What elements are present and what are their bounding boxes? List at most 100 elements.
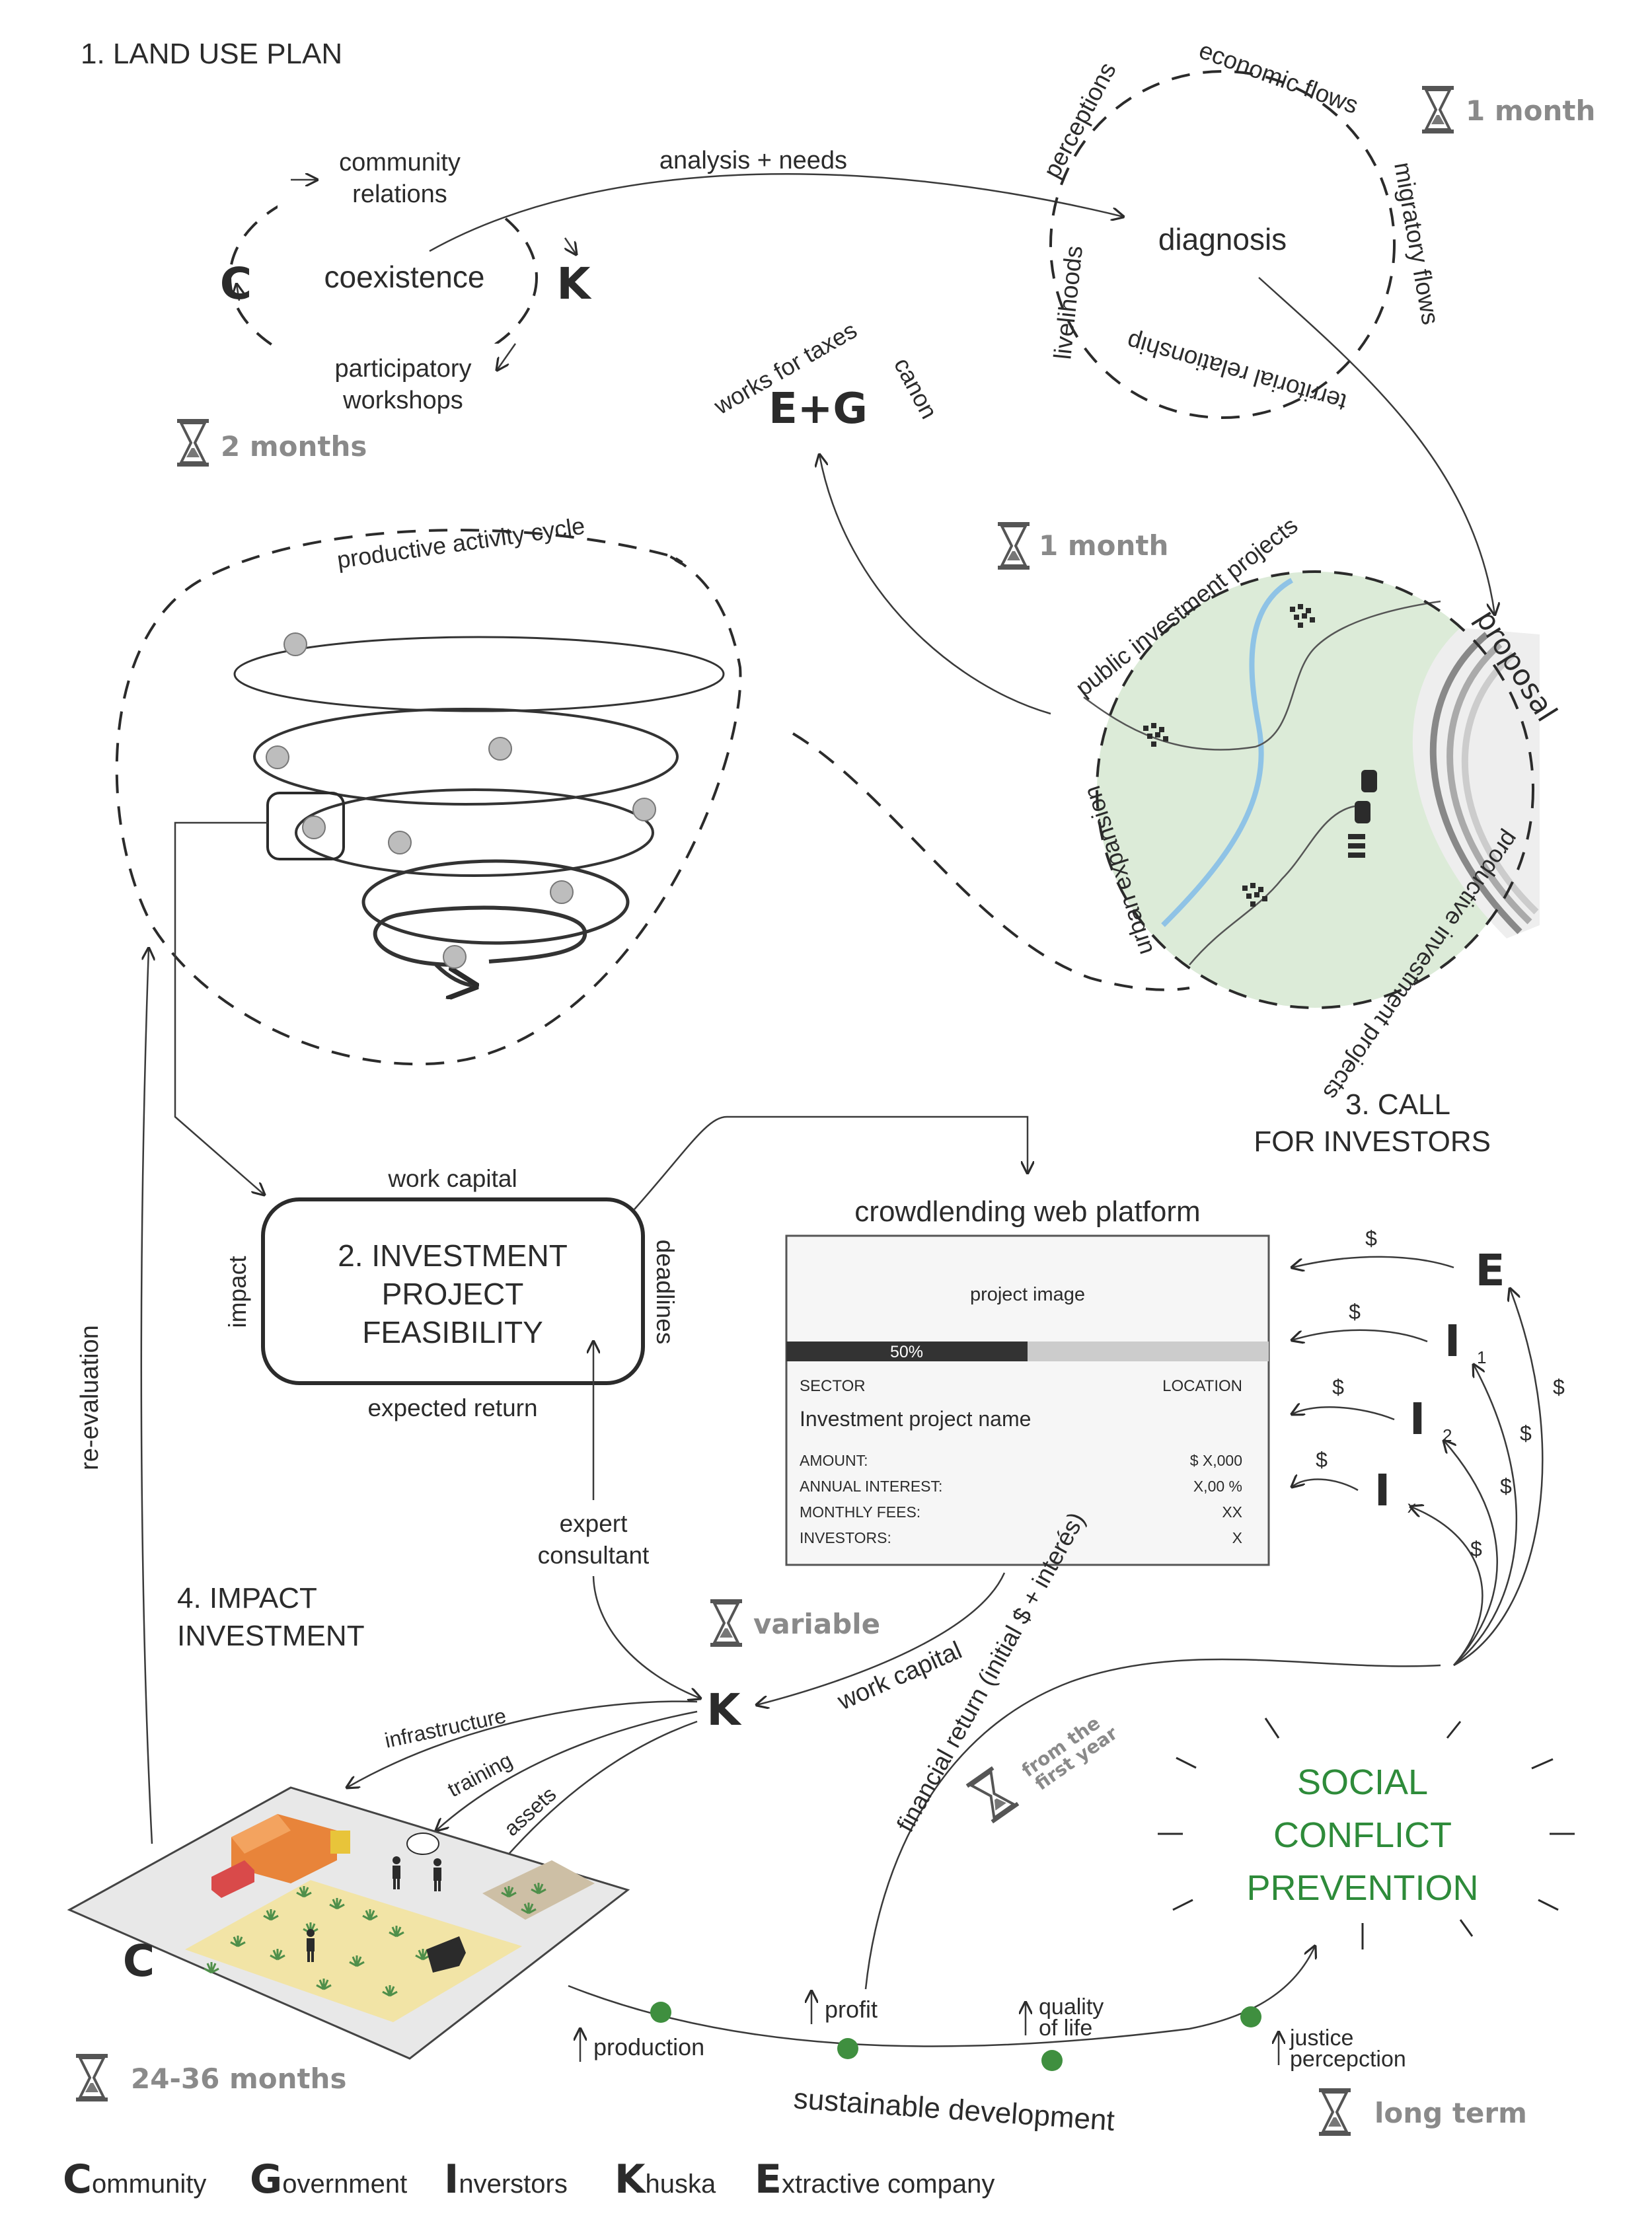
return-dollar-ix: $ <box>1470 1537 1482 1561</box>
infrastructure-arrow <box>347 1700 698 1788</box>
investor-i1-arrow <box>1292 1329 1428 1342</box>
sustainable-development-label: sustainable development <box>792 2082 1115 2137</box>
return-dollar-i2: $ <box>1500 1474 1512 1498</box>
legend-word-khuska: huska <box>646 2170 716 2199</box>
expert-consultant-line2: consultant <box>538 1542 650 1569</box>
return-dollar-e: $ <box>1553 1375 1565 1399</box>
feasibility-title-line2: PROJECT <box>382 1277 524 1311</box>
hourglass-icon <box>709 1598 743 1648</box>
duration-proposal: 1 month <box>1039 529 1168 562</box>
field-fees-value: XX <box>1222 1503 1242 1521</box>
sustainable-development-path <box>568 1946 1315 2047</box>
burst-ray <box>1446 1721 1462 1739</box>
pit-contour-1 <box>1429 632 1522 934</box>
pit-contour-2 <box>1446 642 1532 925</box>
milestone-justice-dot <box>1240 2006 1261 2027</box>
diagnosis-ring-perceptions: perceptions <box>1038 58 1121 182</box>
milestone-justice-line1: justice <box>1289 2025 1353 2051</box>
house-roof <box>231 1814 291 1854</box>
investor-ix: I <box>1374 1465 1391 1516</box>
field-investors-value: X <box>1232 1529 1242 1546</box>
investor-e-arrow <box>1292 1256 1454 1267</box>
section4-title-line2: INVESTMENT <box>177 1620 365 1652</box>
section3-title-line2: FOR INVESTORS <box>1254 1125 1491 1158</box>
cycle-arrow-left <box>237 284 239 301</box>
hourglass-icon <box>1421 85 1455 135</box>
field-interest-value: X,00 % <box>1193 1478 1242 1495</box>
facility-icon <box>1348 852 1365 858</box>
legend-letter-i: I <box>444 2156 459 2203</box>
spiral-node <box>550 880 574 904</box>
duration-coexistence: 2 months <box>221 430 367 463</box>
cycle-arrow-bottom <box>497 343 517 370</box>
section4-title-line1: 4. IMPACT <box>177 1582 317 1614</box>
hourglass-icon <box>176 418 210 468</box>
project-image-placeholder: project image <box>970 1284 1085 1305</box>
social-conflict-line3: PREVENTION <box>1246 1868 1478 1908</box>
project-name: Investment project name <box>800 1407 1031 1431</box>
legend-community: Community <box>63 2156 206 2203</box>
burst-ray <box>1531 1758 1554 1770</box>
hourglass-icon <box>75 2053 109 2103</box>
community-letter-c: C <box>220 258 252 309</box>
financial-return-path <box>864 1658 1441 1990</box>
diagnosis-ring-livelihoods: livelihoods <box>1049 245 1088 361</box>
dollar-e: $ <box>1365 1227 1377 1250</box>
legend: Community Government Inverstors Khuska E… <box>63 2156 995 2203</box>
return-to-ix-arrow <box>1411 1507 1483 1666</box>
feasibility-deadlines: deadlines <box>652 1240 679 1344</box>
cow-icon <box>426 1936 466 1973</box>
legend-word-community: ommunity <box>92 2170 206 2199</box>
latrine-icon <box>330 1831 350 1854</box>
diagnosis-ring-territorial: territorial relationship <box>1124 328 1349 416</box>
crowdlending-card[interactable]: project image 50% SECTOR LOCATION Invest… <box>785 1234 1270 1566</box>
training-arrow <box>436 1710 698 1831</box>
feasibility-title-line3: FEASIBILITY <box>362 1315 543 1349</box>
investor-e: E <box>1475 1245 1505 1296</box>
legend-investors: Inverstors <box>444 2156 568 2203</box>
return-to-e-arrow <box>1453 1289 1544 1667</box>
selected-activity-box <box>266 792 345 860</box>
return-to-i2-arrow <box>1444 1441 1498 1666</box>
tank-icon <box>1361 770 1377 792</box>
duration-diagnosis: 1 month <box>1466 95 1595 127</box>
duration-variable: variable <box>753 1608 880 1640</box>
analysis-needs-label: analysis + needs <box>659 147 847 174</box>
diagnosis-ring-economic-flows: economic flows <box>1195 36 1362 119</box>
feasibility-work-capital: work capital <box>387 1165 517 1192</box>
feasibility-impact: impact <box>224 1256 251 1328</box>
proposal-ring <box>1096 570 1534 1009</box>
spiral-loop-4 <box>361 859 630 945</box>
investor-i1: I <box>1445 1316 1461 1367</box>
community-farm-illustration: C <box>67 1786 630 2060</box>
platform-title: crowdlending web platform <box>854 1195 1200 1228</box>
legend-extractive: Extractive company <box>755 2156 995 2203</box>
spiral-node <box>388 831 412 854</box>
platform-to-k-arrow <box>757 1572 1006 1705</box>
hourglass-icon <box>964 1764 1021 1825</box>
canon-label: canon <box>889 354 943 424</box>
milestone-quality-line1: quality <box>1039 1994 1104 2020</box>
spiral <box>233 632 725 986</box>
expert-consultant-line1: expert <box>560 1510 628 1537</box>
participatory-workshops-line1: participatory <box>335 355 472 383</box>
facility-icon <box>1348 843 1365 849</box>
burst-ray <box>1176 1757 1197 1769</box>
spiral-node <box>283 632 307 656</box>
sector-label: SECTOR <box>800 1377 866 1395</box>
milestone-quality-line2: of life <box>1039 2016 1092 2041</box>
productive-activity-cycle-ring <box>115 529 742 1066</box>
map-road-2 <box>1189 805 1355 965</box>
khuska-k: K <box>706 1684 742 1735</box>
analysis-needs-arrow <box>429 172 1123 252</box>
milestone-production: production <box>593 2033 704 2061</box>
milestone-profit-dot <box>837 2038 858 2059</box>
river <box>1161 578 1293 927</box>
field-interest-label: ANNUAL INTEREST: <box>800 1478 942 1495</box>
legend-khuska: Khuska <box>615 2156 716 2203</box>
infrastructure-label: infrastructure <box>383 1704 508 1753</box>
pit-contour-3 <box>1462 652 1539 915</box>
milestone-quality-dot <box>1041 2050 1063 2071</box>
tank-icon <box>1355 801 1370 823</box>
